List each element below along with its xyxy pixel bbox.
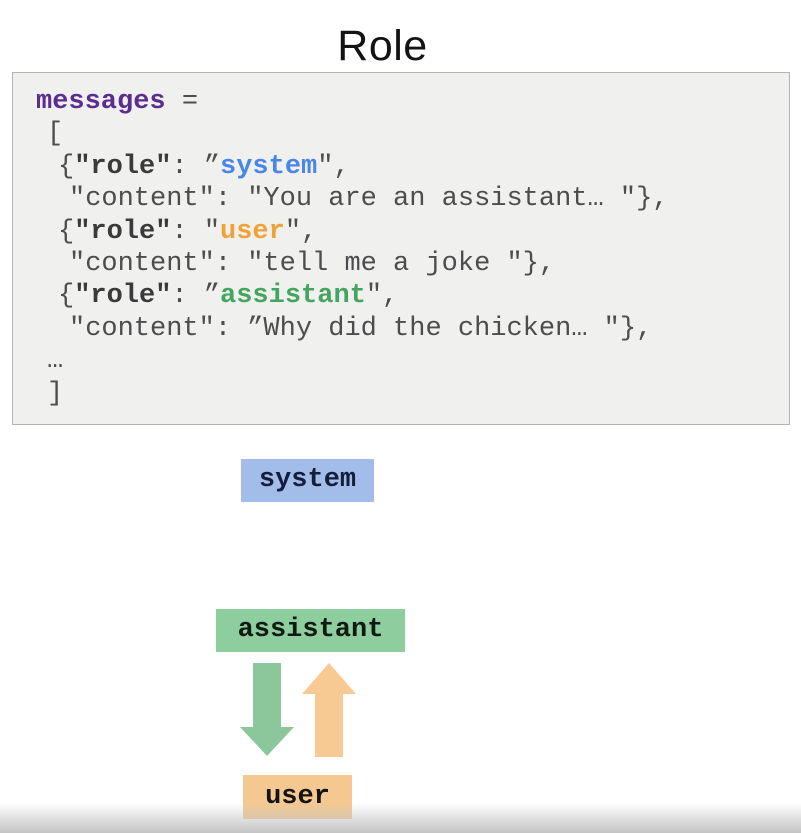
code-segment-key: "role" xyxy=(74,151,172,182)
code-segment-plain: : xyxy=(171,151,204,182)
code-segment-plain: ” xyxy=(203,151,221,182)
code-segment-plain: = xyxy=(165,87,199,117)
code-segment-keyword: messages xyxy=(36,87,166,117)
assistant-role-box: assistant xyxy=(216,609,405,652)
down-arrow-icon xyxy=(240,663,294,756)
code-segment-plain: { xyxy=(58,281,75,312)
code-line: {"role": ”assistant", xyxy=(36,280,789,312)
code-segment-plain: "content": "You are an assistant… "}, xyxy=(69,184,669,215)
code-segment-key: "role" xyxy=(74,216,172,247)
up-arrow-icon xyxy=(302,663,356,757)
code-segment-plain: … xyxy=(47,346,64,377)
assistant-role-label: assistant xyxy=(237,615,384,645)
code-segment-plain: : " xyxy=(171,216,221,247)
code-segment-system: system xyxy=(220,151,318,182)
code-line: … xyxy=(36,345,789,377)
code-segment-plain: ", xyxy=(284,216,318,247)
code-segment-plain: ] xyxy=(47,378,64,409)
code-segment-assistant: assistant xyxy=(220,281,366,312)
code-segment-plain: [ xyxy=(47,119,64,150)
video-bottom-fade xyxy=(0,803,801,833)
code-segment-plain: ", xyxy=(365,281,399,312)
code-line: {"role": ”system", xyxy=(36,151,789,183)
slide-title: Role xyxy=(337,22,428,70)
system-role-label: system xyxy=(258,465,357,495)
code-line: "content": "tell me a joke "}, xyxy=(36,248,789,280)
code-segment-plain: { xyxy=(58,216,75,247)
user-role-box: user xyxy=(243,775,352,819)
code-block: messages =[{"role": ”system","content": … xyxy=(12,72,790,425)
user-role-label: user xyxy=(265,782,330,812)
code-segment-plain: ” xyxy=(203,281,221,312)
code-segment-key: "role" xyxy=(74,281,172,312)
code-line: {"role": "user", xyxy=(36,216,789,248)
system-role-box: system xyxy=(241,459,374,502)
code-line: "content": ”Why did the chicken… "}, xyxy=(36,313,789,345)
code-segment-plain: { xyxy=(58,151,75,182)
code-line: messages = xyxy=(36,86,789,118)
code-segment-plain: "content": ”Why did the chicken… "}, xyxy=(69,313,653,344)
code-line: [ xyxy=(36,118,789,150)
code-segment-plain: ", xyxy=(317,151,350,182)
code-segment-user: user xyxy=(220,216,285,247)
code-segment-plain: : xyxy=(171,281,204,312)
code-line: ] xyxy=(36,378,789,410)
code-line: "content": "You are an assistant… "}, xyxy=(36,183,789,215)
code-segment-plain: "content": "tell me a joke "}, xyxy=(69,249,556,280)
